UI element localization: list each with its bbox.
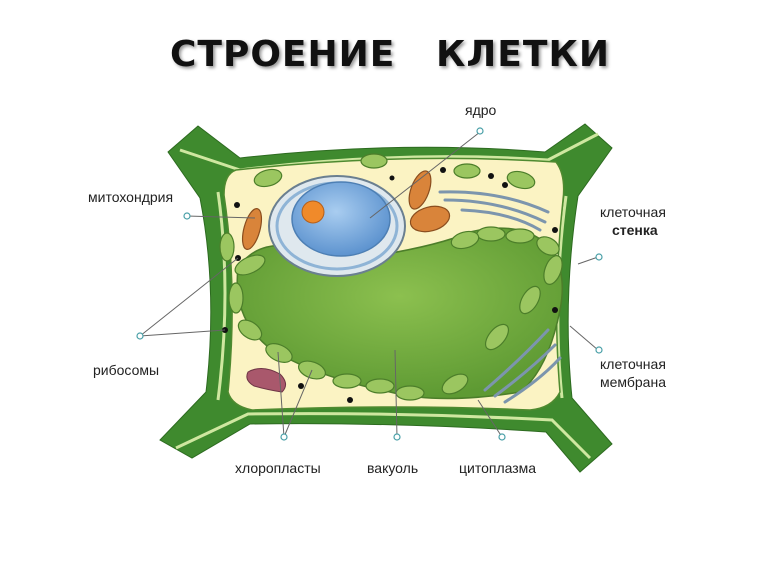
label-ribosomes: рибосомы: [93, 362, 160, 378]
wall-middle-lamella: [175, 132, 599, 460]
nucleolus: [301, 200, 325, 224]
golgi-body: [246, 368, 286, 393]
label-membrane-1: клеточная: [600, 356, 666, 372]
label-nucleus: ядро: [465, 102, 497, 118]
label-vacuole: вакуоль: [367, 460, 419, 476]
label-dots: [136, 127, 603, 441]
nucleus: [268, 175, 406, 277]
label-cell-wall-2: стенка: [612, 222, 658, 238]
label-cytoplasm: цитоплазма: [459, 460, 537, 476]
chloroplasts: [219, 153, 563, 401]
endoplasmic-reticulum: [438, 190, 562, 404]
label-chloroplasts: хлоропласты: [235, 460, 321, 476]
label-mitochondria: митохондрия: [88, 189, 174, 205]
leader-lines: [139, 131, 599, 438]
mitochondria: [241, 170, 451, 250]
page-title: СТРОЕНИЕ КЛЕТКИ: [169, 34, 611, 75]
label-cell-wall-1: клеточная: [600, 204, 666, 220]
label-membrane-2: мембрана: [600, 374, 666, 390]
